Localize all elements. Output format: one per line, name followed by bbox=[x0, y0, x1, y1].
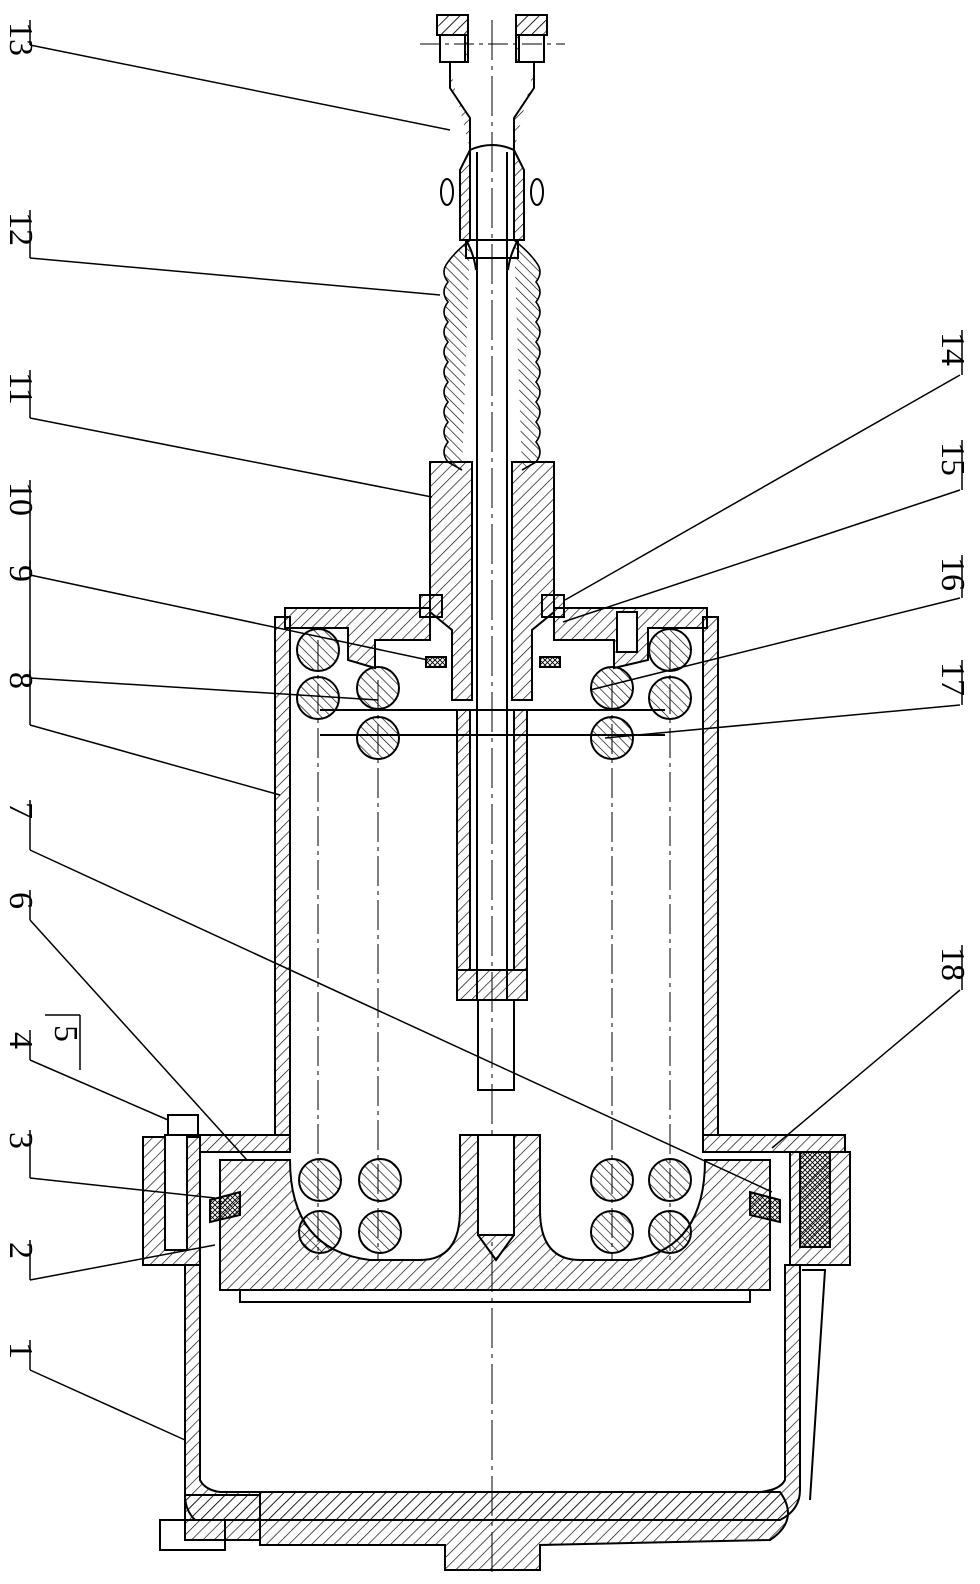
callout-2: 2 bbox=[2, 1242, 39, 1259]
callout-4: 4 bbox=[2, 1032, 39, 1049]
rubber-boot bbox=[443, 239, 541, 471]
callout-1: 1 bbox=[2, 1342, 39, 1359]
callout-7: 7 bbox=[2, 802, 39, 819]
callout-11: 11 bbox=[2, 372, 39, 405]
callout-13: 13 bbox=[2, 22, 39, 56]
push-rod bbox=[465, 152, 519, 1091]
guide-bushing bbox=[429, 461, 555, 701]
front-cover bbox=[284, 594, 708, 670]
clevis-fork bbox=[420, 14, 565, 241]
piston bbox=[219, 1134, 771, 1303]
callout-12: 12 bbox=[2, 212, 39, 246]
rear-housing bbox=[159, 1264, 827, 1571]
callout-3: 3 bbox=[2, 1132, 39, 1149]
cylinder-housing bbox=[274, 616, 719, 1136]
callout-16: 16 bbox=[934, 557, 971, 591]
callout-5: 5 bbox=[47, 1025, 84, 1042]
callout-9: 9 bbox=[2, 565, 39, 582]
callout-15: 15 bbox=[934, 442, 971, 476]
callout-10: 10 bbox=[2, 482, 39, 516]
leader-lines bbox=[29, 20, 963, 1441]
callout-6: 6 bbox=[2, 892, 39, 909]
callout-18: 18 bbox=[934, 947, 971, 981]
callout-8: 8 bbox=[2, 672, 39, 689]
callout-14: 14 bbox=[934, 332, 971, 366]
callout-17: 17 bbox=[934, 662, 971, 696]
